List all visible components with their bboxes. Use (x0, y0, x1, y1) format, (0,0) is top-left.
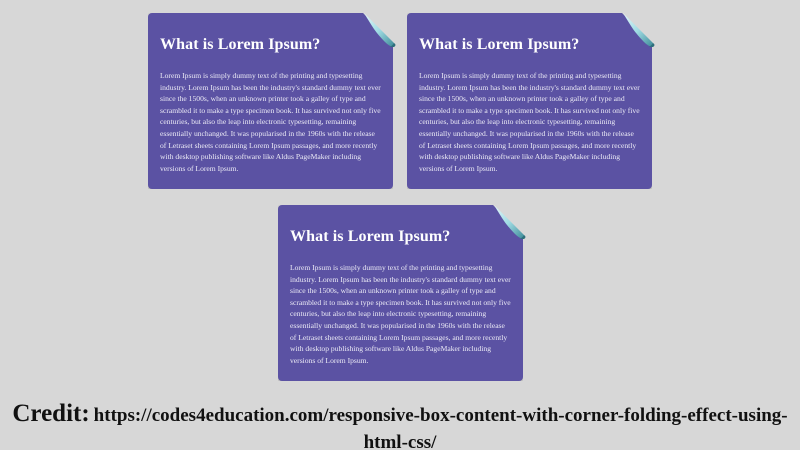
content-card-2: What is Lorem Ipsum? Lorem Ipsum is simp… (407, 13, 655, 189)
card-title: What is Lorem Ipsum? (160, 36, 321, 53)
card-title: What is Lorem Ipsum? (290, 228, 451, 245)
card-body: What is Lorem Ipsum? Lorem Ipsum is simp… (278, 205, 523, 381)
credit-label: Credit: (12, 400, 90, 427)
card-body: What is Lorem Ipsum? Lorem Ipsum is simp… (407, 13, 652, 189)
card-text: Lorem Ipsum is simply dummy text of the … (419, 71, 640, 173)
card-text: Lorem Ipsum is simply dummy text of the … (160, 71, 381, 173)
credit-url: https://codes4education.com/responsive-b… (93, 405, 788, 450)
credit-line: Credit: https://codes4education.com/resp… (0, 401, 800, 450)
card-body: What is Lorem Ipsum? Lorem Ipsum is simp… (148, 13, 393, 189)
card-text: Lorem Ipsum is simply dummy text of the … (290, 263, 511, 365)
card-title: What is Lorem Ipsum? (419, 36, 580, 53)
content-card-1: What is Lorem Ipsum? Lorem Ipsum is simp… (148, 13, 396, 189)
content-card-3: What is Lorem Ipsum? Lorem Ipsum is simp… (278, 205, 526, 381)
